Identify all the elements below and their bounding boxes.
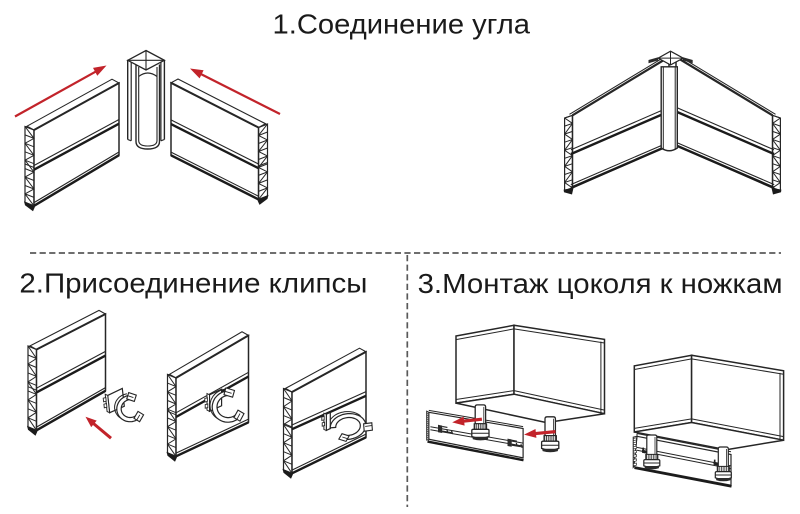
- svg-text:1.Соединение угла: 1.Соединение угла: [273, 8, 531, 39]
- svg-text:3.Монтаж цоколя к ножкам: 3.Монтаж цоколя к ножкам: [418, 268, 783, 299]
- svg-text:2.Присоединение клипсы: 2.Присоединение клипсы: [19, 268, 367, 299]
